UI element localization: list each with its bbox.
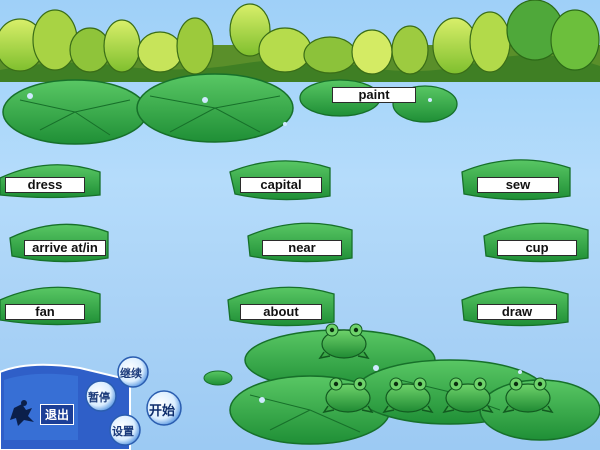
word-tile-arrive-at-in[interactable]: arrive at/in [24,240,106,256]
word-tile-cup[interactable]: cup [497,240,577,256]
start-button[interactable]: 开始 [144,390,184,426]
frog-icon [502,377,554,414]
bubble-icon [117,356,149,388]
lily-pads-top [2,73,458,145]
word-tile-about[interactable]: about [240,304,322,320]
bubble-icon [85,380,117,412]
word-tile-capital[interactable]: capital [240,177,322,193]
frog-icon [322,377,374,414]
bubble-icon [146,390,182,426]
frog-icon [442,377,494,414]
word-tile-dress[interactable]: dress [5,177,85,193]
word-tile-near[interactable]: near [262,240,342,256]
runner-icon [10,400,34,426]
continue-button[interactable]: 继续 [116,356,150,388]
exit-button-label: 退出 [40,404,75,425]
word-tile-draw[interactable]: draw [477,304,557,320]
settings-button-label: 设置 [112,425,134,438]
exit-button[interactable]: 退出 [6,398,82,428]
start-button-label: 开始 [149,404,176,419]
frogs [318,323,554,414]
pause-button[interactable]: 暂停 [84,380,118,412]
word-tile-fan[interactable]: fan [5,304,85,320]
frog-icon [318,323,370,360]
pause-button-label: 暂停 [88,391,110,404]
word-tile-sew[interactable]: sew [477,177,559,193]
settings-button[interactable]: 设置 [108,414,142,446]
word-tile-paint[interactable]: paint [332,87,416,103]
shoreline-trees [0,0,600,82]
bubble-icon [109,414,141,446]
frog-icon [382,377,434,414]
continue-button-label: 继续 [120,367,142,380]
